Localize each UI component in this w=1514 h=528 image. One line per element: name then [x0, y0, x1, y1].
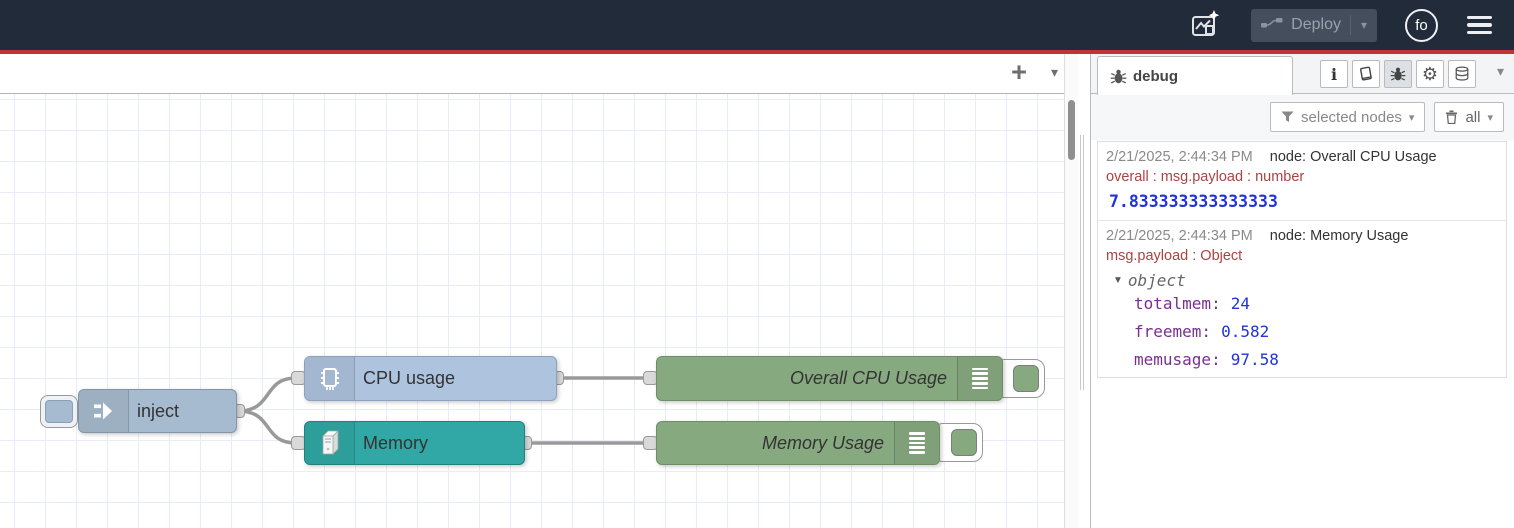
scrollbar-thumb[interactable]: [1068, 100, 1075, 160]
funnel-icon: [1281, 111, 1294, 122]
debug-sidebar: debug i: [1090, 54, 1514, 528]
flow-list-caret[interactable]: ▾: [1050, 64, 1058, 80]
node-debug-cpu-label: Overall CPU Usage: [789, 368, 947, 388]
node-memory-label: Memory: [363, 432, 429, 453]
help-tab-button[interactable]: [1352, 60, 1380, 88]
canvas-vertical-scrollbar[interactable]: [1064, 54, 1078, 528]
debug-message[interactable]: 2/21/2025, 2:44:34 PM node: Memory Usage…: [1098, 221, 1506, 377]
sidebar-splitter[interactable]: [1078, 54, 1090, 528]
tab-debug-label: debug: [1133, 67, 1178, 85]
clear-caret: ▾: [1487, 111, 1493, 124]
deploy-button[interactable]: Deploy ▾: [1251, 8, 1377, 42]
message-property-path: overall : msg.payload : number: [1106, 169, 1305, 185]
config-tab-button[interactable]: ⚙: [1416, 60, 1444, 88]
debug-output-icon: [957, 357, 1002, 400]
user-avatar[interactable]: fo: [1405, 8, 1438, 42]
node-debug-memory[interactable]: Memory Usage: [656, 421, 940, 465]
debug-memory-toggle-state: [951, 429, 977, 456]
debug-output-icon: [894, 422, 939, 464]
trash-icon: [1446, 110, 1458, 124]
field-key: totalmem:: [1134, 294, 1221, 313]
message-timestamp: 2/21/2025, 2:44:34 PM: [1106, 228, 1253, 244]
node-cpu-usage[interactable]: CPU usage: [304, 356, 557, 401]
field-key: freemem:: [1134, 322, 1212, 341]
field-key: memusage:: [1134, 350, 1221, 369]
info-icon: i: [1330, 64, 1338, 84]
deploy-button-label: Deploy: [1291, 16, 1341, 33]
user-avatar-label: fo: [1415, 16, 1428, 34]
filter-caret: ▾: [1408, 111, 1415, 124]
clear-messages-button[interactable]: all ▾: [1434, 102, 1504, 132]
node-inject-label: inject: [137, 400, 180, 421]
deploy-alert-line: [0, 50, 1514, 54]
book-icon: [1360, 66, 1372, 81]
deploy-icon: [1261, 16, 1283, 35]
add-flow-button[interactable]: +: [1011, 57, 1027, 87]
message-node-name: node: Overall CPU Usage: [1269, 149, 1437, 165]
bug-icon: [1390, 67, 1406, 81]
node-debug-memory-label: Memory Usage: [761, 432, 884, 453]
debug-tab-button[interactable]: [1384, 60, 1412, 88]
debug-message-list[interactable]: 2/21/2025, 2:44:34 PM node: Overall CPU …: [1097, 141, 1507, 378]
clear-messages-label: all: [1465, 108, 1481, 126]
flow-tab-bar: + ▾: [0, 54, 1064, 94]
field-value: 97.58: [1230, 350, 1279, 369]
tab-debug[interactable]: debug: [1097, 56, 1293, 95]
header-bar: Deploy ▾ fo: [0, 0, 1514, 50]
node-memory[interactable]: Memory: [304, 421, 525, 465]
sidebar-tab-bar: debug i: [1091, 54, 1514, 95]
message-number-value: 7.833333333333333: [1109, 192, 1278, 211]
node-inject[interactable]: inject: [78, 389, 237, 433]
sidebar-menu-caret[interactable]: ▾: [1496, 63, 1504, 79]
database-icon: [1455, 66, 1469, 81]
bug-icon: [1110, 69, 1127, 83]
server-tower-icon: [305, 422, 355, 464]
object-type-label: object: [1127, 271, 1186, 290]
debug-cpu-toggle[interactable]: [995, 359, 1045, 398]
debug-toolbar: selected nodes ▾ all ▾: [1091, 94, 1514, 140]
field-value: 24: [1230, 294, 1250, 313]
splitter-handle: [1080, 135, 1084, 390]
info-tab-button[interactable]: i: [1320, 60, 1348, 88]
gear-icon: ⚙: [1421, 64, 1439, 84]
context-tab-button[interactable]: [1448, 60, 1476, 88]
object-field: memusage: 97.58: [1106, 346, 1498, 374]
filter-nodes-button[interactable]: selected nodes ▾: [1270, 102, 1426, 132]
node-cpu-usage-label: CPU usage: [363, 368, 456, 388]
collapse-caret-icon[interactable]: ▼: [1113, 275, 1123, 286]
main-menu-icon[interactable]: [1467, 15, 1492, 35]
inject-arrow-icon: [79, 390, 129, 432]
sparkle-chart-icon[interactable]: [1187, 7, 1223, 43]
node-debug-cpu[interactable]: Overall CPU Usage: [656, 356, 1003, 401]
inject-trigger-button[interactable]: [40, 395, 78, 428]
sidebar-icon-buttons: i: [1320, 60, 1476, 88]
field-value: 0.582: [1221, 322, 1270, 341]
object-field: totalmem: 24: [1106, 290, 1498, 318]
deploy-dropdown-caret[interactable]: ▾: [1349, 15, 1367, 35]
object-field: freemem: 0.582: [1106, 318, 1498, 346]
message-timestamp: 2/21/2025, 2:44:34 PM: [1106, 149, 1253, 165]
debug-cpu-toggle-state: [1013, 365, 1039, 392]
debug-message[interactable]: 2/21/2025, 2:44:34 PM node: Overall CPU …: [1098, 142, 1506, 221]
message-node-name: node: Memory Usage: [1269, 228, 1409, 244]
debug-memory-toggle[interactable]: [933, 423, 983, 462]
cpu-chip-icon: [305, 357, 355, 400]
filter-nodes-label: selected nodes: [1301, 108, 1402, 126]
message-property-path: msg.payload : Object: [1106, 248, 1243, 264]
